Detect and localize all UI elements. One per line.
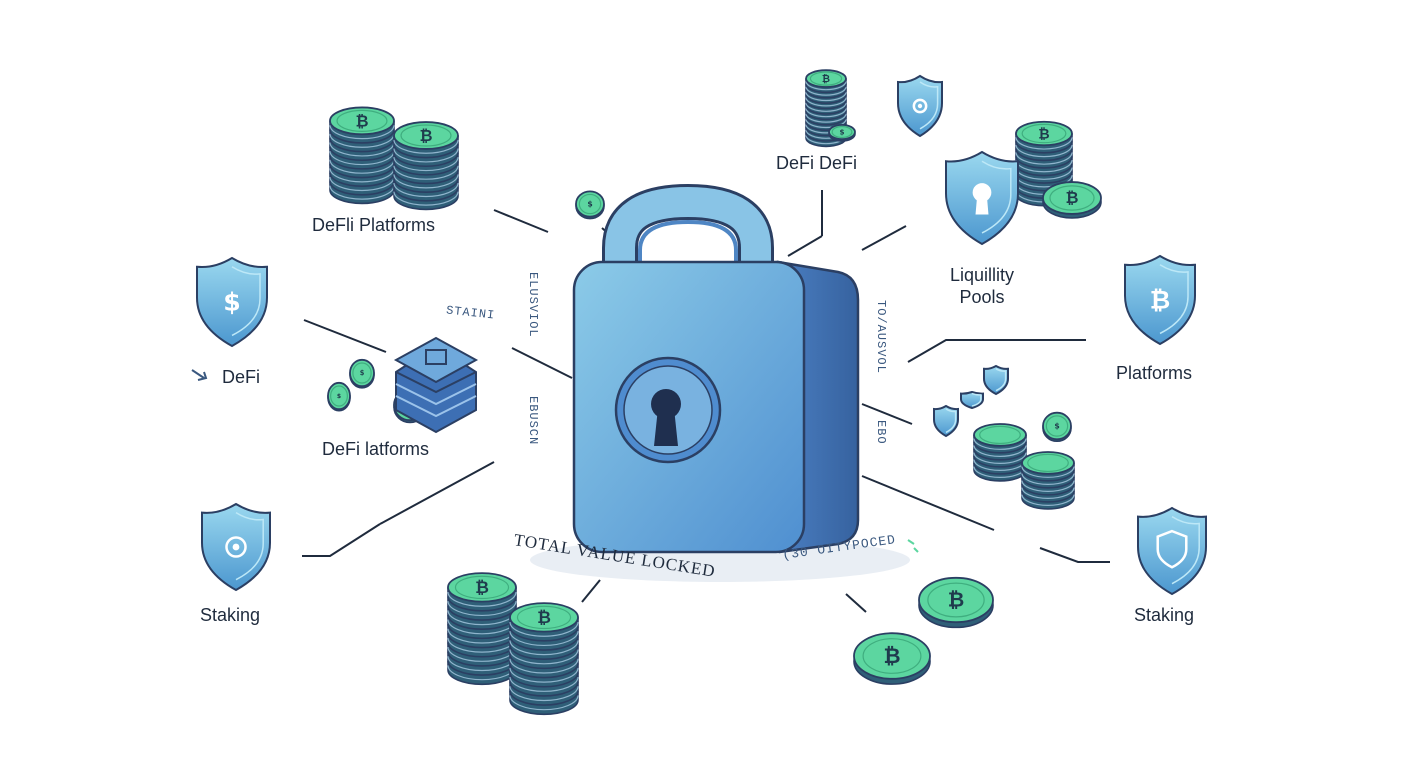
tick-mark: [907, 539, 919, 553]
currency-icon: $: [360, 369, 365, 377]
coin-icon: $: [575, 190, 605, 220]
shield-icon: ₿: [1124, 254, 1196, 346]
label-liquidity-pools: Liquillity Pools: [949, 265, 1015, 307]
bitcoin-icon: ₿: [822, 73, 830, 85]
label-defi-platforms-top: DeFli Platforms: [312, 215, 436, 235]
coin-icon: $: [327, 381, 351, 412]
currency-icon: $: [587, 200, 592, 209]
coin-stack: ₿: [393, 121, 459, 211]
svg-text:$: $: [223, 287, 241, 316]
shield-icon: $: [196, 256, 268, 348]
coin-stack: ₿: [329, 106, 395, 205]
label-side-right-upper: TO/AUSVOL: [874, 300, 888, 374]
shield-icon: [983, 364, 1009, 396]
bitcoin-icon: ₿: [475, 578, 489, 598]
shield-icon: [960, 390, 984, 410]
shield-icon: [1137, 506, 1207, 596]
label-defi-defi-top: DeFi DeFi: [776, 153, 858, 173]
bitcoin-icon: ₿: [537, 608, 551, 628]
label-staking-right: Staking: [1134, 605, 1195, 625]
coin-stack: ₿: [447, 572, 517, 686]
label-side-right-lower: EBO: [874, 420, 888, 445]
coin-icon: $: [828, 123, 856, 142]
block-stack-icon: [393, 336, 479, 434]
currency-icon: $: [337, 393, 341, 400]
connector-lines: [302, 190, 1110, 613]
coin-icon: ₿: [1042, 181, 1102, 219]
coin-stack: [973, 423, 1027, 482]
bitcoin-icon: ₿: [355, 111, 368, 130]
coin-icon: ₿: [853, 632, 931, 685]
padlock-icon: [572, 183, 860, 554]
bitcoin-icon: ₿: [419, 126, 432, 145]
shield-icon: [897, 74, 943, 138]
bitcoin-icon: ₿: [1038, 126, 1049, 142]
currency-icon: ₿: [883, 644, 900, 668]
label-side-left-lower: EBUSCN: [526, 396, 540, 446]
label-defi-latforms: DeFi latforms: [322, 439, 430, 459]
label-platforms-right: Platforms: [1116, 363, 1193, 383]
currency-icon: $: [1054, 422, 1059, 431]
shield-icon: [945, 150, 1019, 246]
shield-icon: [933, 404, 959, 438]
label-defi-left: DeFi: [222, 367, 261, 387]
label-side-left-upper: ELUSVIOL: [526, 272, 540, 338]
coin-stacks: ₿₿₿$₿₿₿₿$$$$$₿₿: [327, 69, 1102, 716]
coin-stack: [1021, 451, 1075, 510]
shield-icon: [201, 502, 271, 592]
coin-icon: $: [1042, 411, 1072, 443]
coin-icon: ₿: [918, 576, 994, 629]
coin-icon: $: [349, 358, 375, 389]
currency-icon: $: [840, 127, 845, 136]
coin-stack: ₿: [509, 602, 579, 716]
currency-icon: ₿: [948, 588, 965, 612]
currency-icon: ₿: [1066, 188, 1079, 207]
shield-group: $₿: [196, 74, 1207, 596]
label-staking-left: Staking: [200, 605, 261, 625]
arrow-icon: [191, 369, 208, 381]
svg-text:₿: ₿: [1150, 285, 1171, 314]
